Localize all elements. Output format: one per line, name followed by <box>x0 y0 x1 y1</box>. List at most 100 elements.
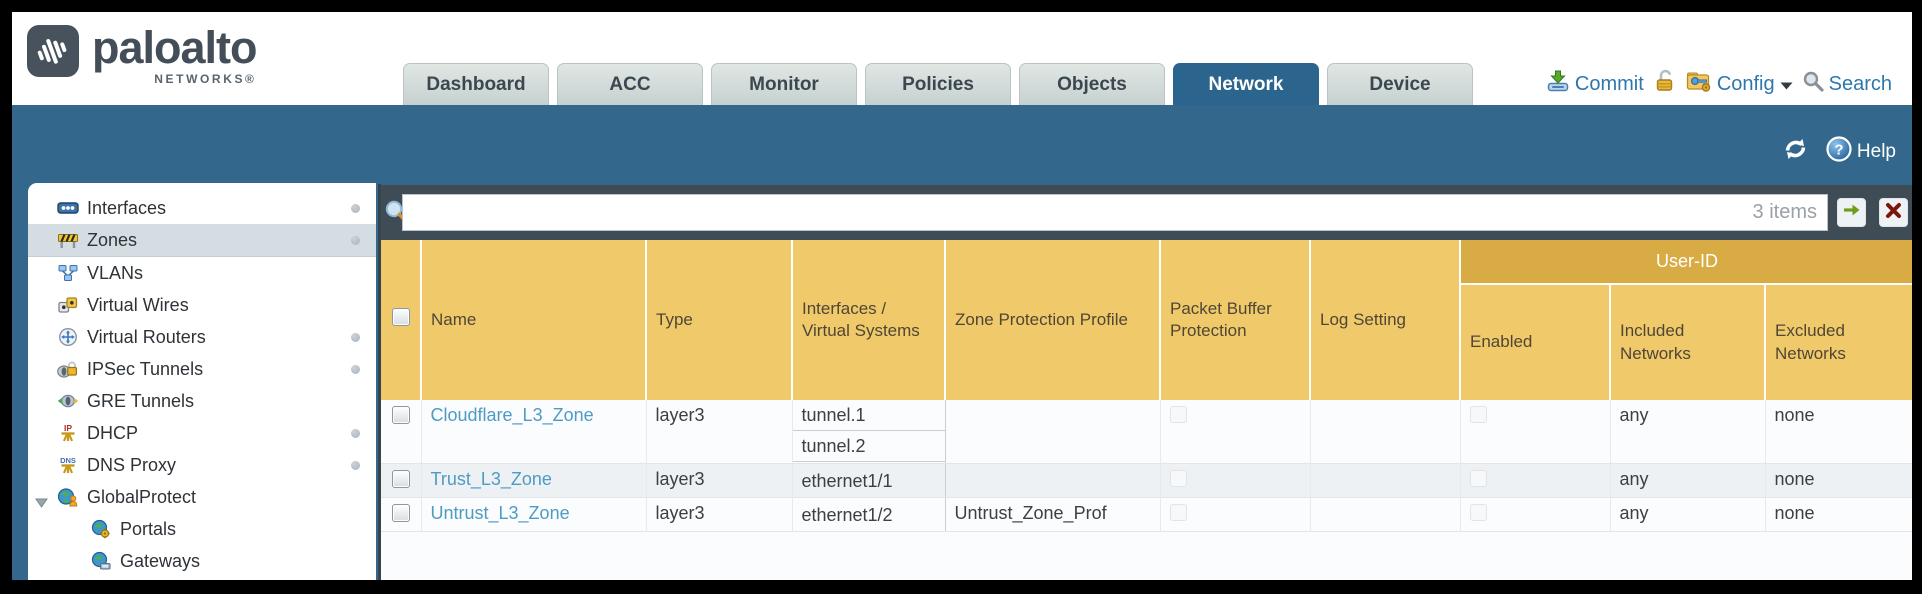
gateways-icon <box>90 551 112 571</box>
cell-excluded-networks: none <box>1765 400 1912 464</box>
column-header-interfaces[interactable]: Interfaces / Virtual Systems <box>792 240 946 400</box>
row-checkbox[interactable] <box>391 406 410 424</box>
interface-entry: tunnel.2 <box>793 431 944 462</box>
expander-icon[interactable] <box>35 492 48 513</box>
lock-icon[interactable] <box>1653 69 1677 99</box>
column-header-type[interactable]: Type <box>646 240 793 400</box>
cell-name: Trust_L3_Zone <box>421 463 647 498</box>
user-id-enabled-checkbox[interactable] <box>1469 406 1487 423</box>
help-button[interactable]: ? Help <box>1825 135 1896 169</box>
column-header-zone-protection-profile[interactable]: Zone Protection Profile <box>945 240 1161 400</box>
sidebar-item-label: Virtual Routers <box>87 326 206 347</box>
column-header-excluded-networks[interactable]: Excluded Networks <box>1765 284 1912 400</box>
commit-label: Commit <box>1574 72 1644 95</box>
cell-type: layer3 <box>646 463 793 498</box>
packet-buffer-protection-checkbox[interactable] <box>1169 503 1187 521</box>
sidebar-item-globalprotect[interactable]: GlobalProtect <box>28 481 376 513</box>
column-header-log-setting[interactable]: Log Setting <box>1310 240 1461 400</box>
row-checkbox[interactable] <box>391 469 410 488</box>
user-id-enabled-checkbox[interactable] <box>1469 469 1487 487</box>
status-dot <box>351 204 360 213</box>
select-all-checkbox[interactable] <box>391 307 410 326</box>
packet-buffer-protection-checkbox[interactable] <box>1169 469 1187 487</box>
sidebar-item-portals[interactable]: Portals <box>28 513 376 545</box>
cell-log-setting <box>1310 463 1461 498</box>
filter-bar: 3 items <box>381 185 1912 240</box>
status-dot <box>351 236 360 245</box>
apply-filter-button[interactable] <box>1837 198 1866 227</box>
tab-monitor[interactable]: Monitor <box>711 63 857 105</box>
sidebar-item-ipsec-tunnels[interactable]: IPSec Tunnels <box>28 353 376 385</box>
tab-objects[interactable]: Objects <box>1019 63 1165 105</box>
sidebar-item-interfaces[interactable]: Interfaces <box>28 192 376 224</box>
column-header-select <box>381 240 422 400</box>
globalprotect-icon <box>57 487 79 507</box>
cell-user-id-enabled <box>1460 463 1611 498</box>
commit-button[interactable]: Commit <box>1546 69 1644 99</box>
tab-network[interactable]: Network <box>1173 63 1319 105</box>
status-dot <box>351 461 360 470</box>
svg-text:?: ? <box>1834 142 1843 159</box>
cell-included-networks: any <box>1610 400 1766 464</box>
cell-included-networks: any <box>1610 497 1766 532</box>
row-checkbox[interactable] <box>391 503 410 522</box>
search-button[interactable]: Search <box>1802 70 1892 98</box>
packet-buffer-protection-checkbox[interactable] <box>1169 406 1187 423</box>
user-id-enabled-checkbox[interactable] <box>1469 503 1487 521</box>
portals-icon <box>90 519 112 539</box>
sidebar-item-virtual-routers[interactable]: Virtual Routers <box>28 321 376 353</box>
cell-user-id-enabled <box>1460 497 1611 532</box>
clear-x-icon <box>1885 202 1902 224</box>
column-header-name[interactable]: Name <box>421 240 647 400</box>
sidebar-item-zones[interactable]: Zones <box>28 224 376 257</box>
top-actions: Commit <box>1546 69 1892 99</box>
column-header-enabled[interactable]: Enabled <box>1460 284 1611 400</box>
column-header-included-networks[interactable]: Included Networks <box>1610 284 1766 400</box>
ipsec-tunnels-icon <box>57 359 79 379</box>
cell-log-setting <box>1310 497 1461 532</box>
sidebar-item-label: Interfaces <box>87 197 167 218</box>
tab-acc[interactable]: ACC <box>557 63 703 105</box>
cell-interfaces: ethernet1/2 <box>791 497 946 532</box>
cell-select <box>381 400 422 464</box>
sidebar-item-gre-tunnels[interactable]: GRE Tunnels <box>28 385 376 417</box>
help-label: Help <box>1856 141 1896 162</box>
commit-icon <box>1546 69 1570 99</box>
cell-interfaces: ethernet1/1 <box>791 463 946 498</box>
sidebar-item-label: Gateways <box>120 550 201 571</box>
config-menu[interactable]: Config <box>1686 69 1793 99</box>
cell-zone-protection-profile <box>945 400 1161 464</box>
tab-policies[interactable]: Policies <box>865 63 1011 105</box>
brand-subtitle: NETWORKS® <box>154 72 257 87</box>
sidebar-item-virtual-wires[interactable]: Virtual Wires <box>28 289 376 321</box>
cell-name: Cloudflare_L3_Zone <box>421 400 647 464</box>
clear-filter-button[interactable] <box>1879 198 1908 227</box>
zone-link[interactable]: Untrust_L3_Zone <box>430 502 570 523</box>
tab-device[interactable]: Device <box>1327 63 1473 105</box>
zone-link[interactable]: Cloudflare_L3_Zone <box>430 405 594 425</box>
sidebar-item-label: DHCP <box>87 422 139 443</box>
tab-dashboard[interactable]: Dashboard <box>403 63 549 105</box>
column-header-packet-buffer-protection[interactable]: Packet Buffer Protection <box>1160 240 1311 400</box>
status-dot <box>351 333 360 342</box>
sidebar-item-vlans[interactable]: VLANs <box>28 257 376 289</box>
interfaces-icon <box>57 198 79 218</box>
refresh-icon[interactable] <box>1782 137 1809 167</box>
sidebar-item-label: DNS Proxy <box>87 454 177 475</box>
brand-name: paloalto <box>92 22 258 73</box>
sidebar-item-gateways[interactable]: Gateways <box>28 545 376 577</box>
cell-log-setting <box>1310 400 1461 464</box>
zones-icon <box>57 230 79 250</box>
filter-input[interactable] <box>403 195 1827 230</box>
cell-zone-protection-profile: Untrust_Zone_Prof <box>945 497 1161 532</box>
gre-tunnels-icon <box>57 391 79 411</box>
config-icon <box>1686 69 1712 99</box>
zone-link[interactable]: Trust_L3_Zone <box>430 468 552 489</box>
